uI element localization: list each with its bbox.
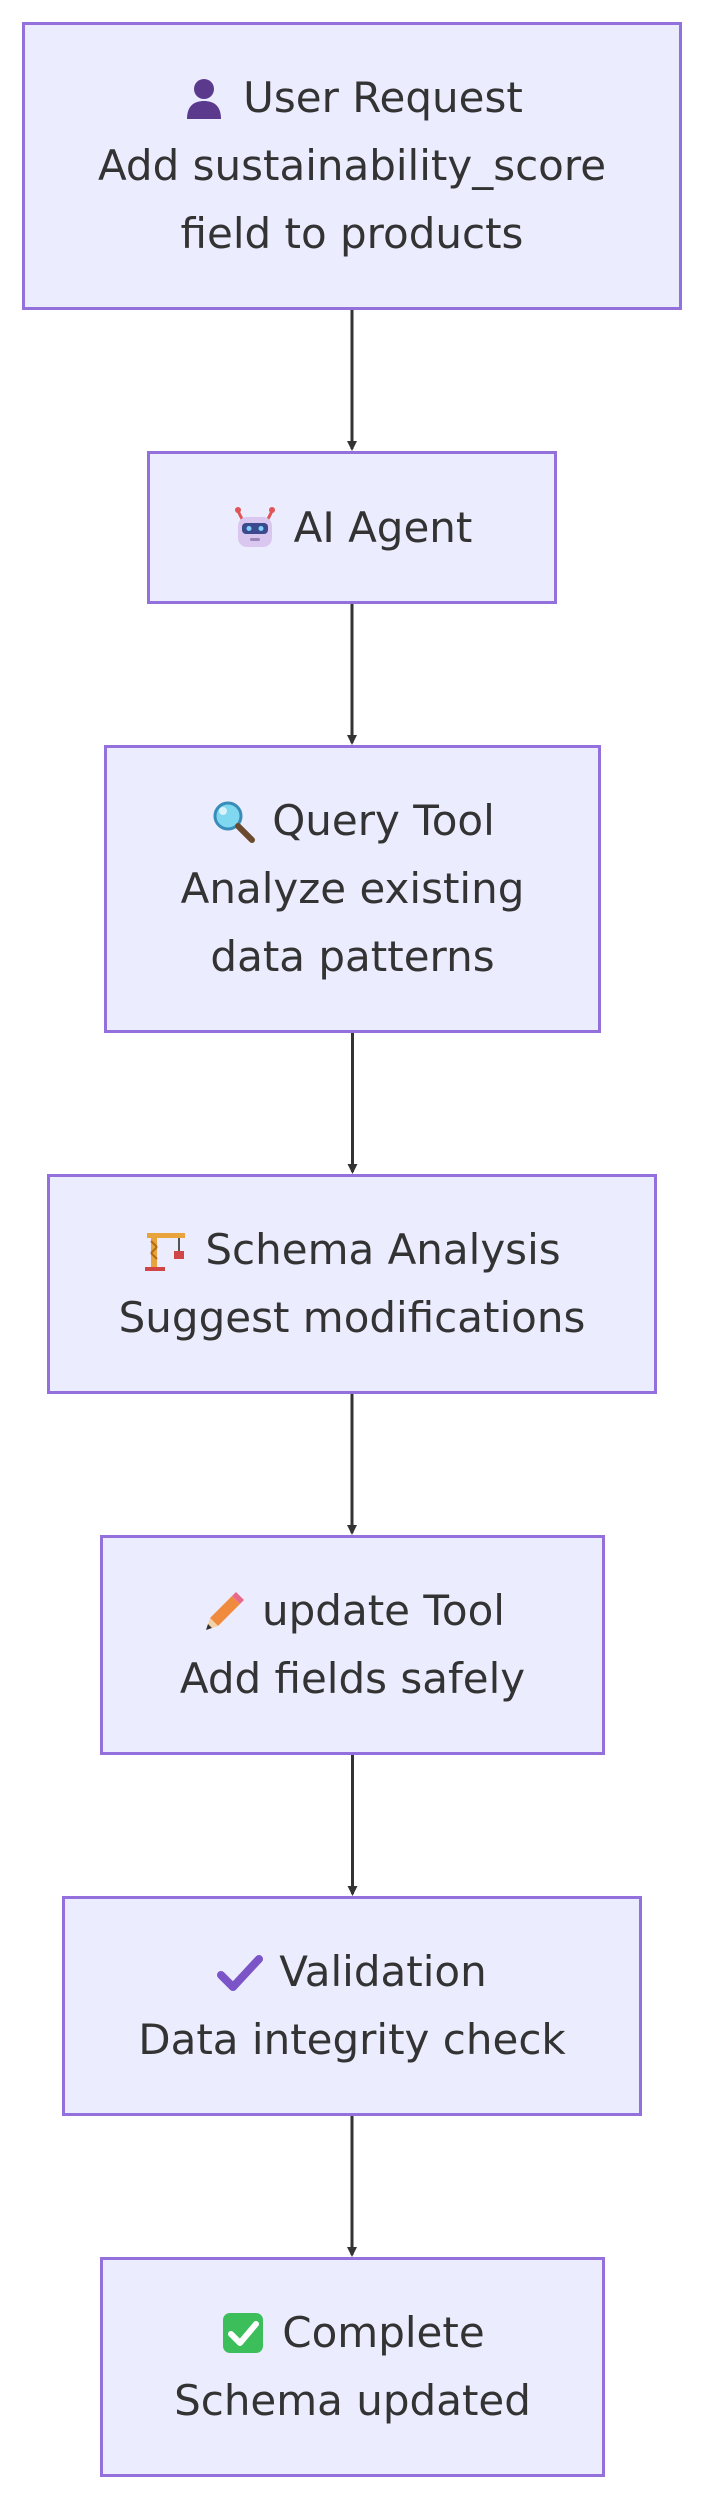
node-title: Validation	[279, 1947, 487, 1996]
user-icon	[181, 75, 227, 121]
construction-crane-icon	[143, 1227, 189, 1273]
node-query-tool: Query Tool Analyze existing data pattern…	[104, 745, 601, 1033]
node-title-line: Complete	[220, 2299, 485, 2367]
node-desc-line: Add fields safely	[179, 1654, 526, 1703]
node-desc-line: Suggest modifications	[118, 1293, 586, 1342]
node-title: AI Agent	[293, 502, 473, 552]
node-desc-line: Add sustainability_score	[97, 141, 607, 190]
check-box-icon	[220, 2310, 266, 2356]
node-validation: Validation Data integrity check	[62, 1896, 642, 2116]
node-desc-line: Schema updated	[174, 2376, 531, 2425]
node-title: update Tool	[262, 1586, 505, 1635]
node-title: Query Tool	[272, 796, 495, 845]
node-desc-line: data patterns	[210, 932, 495, 981]
node-title-line: User Request	[181, 64, 523, 132]
node-schema-analysis: Schema Analysis Suggest modifications	[47, 1174, 657, 1394]
node-desc-line: field to products	[180, 209, 524, 258]
robot-icon	[232, 505, 278, 551]
node-title-line: AI Agent	[232, 494, 473, 562]
node-desc-line: Analyze existing	[180, 864, 525, 913]
node-title-line: Query Tool	[210, 787, 495, 855]
node-title: Complete	[282, 2308, 485, 2357]
node-title-line: Schema Analysis	[143, 1216, 561, 1284]
node-user-request: User Request Add sustainability_score fi…	[22, 22, 682, 310]
node-title: Schema Analysis	[205, 1225, 561, 1274]
node-complete: Complete Schema updated	[100, 2257, 605, 2477]
node-title-line: update Tool	[200, 1577, 505, 1645]
magnifier-icon	[210, 798, 256, 844]
check-mark-icon	[217, 1949, 264, 1995]
node-update-tool: update Tool Add fields safely	[100, 1535, 605, 1755]
node-title: User Request	[243, 73, 523, 122]
node-desc-line: Data integrity check	[138, 2015, 566, 2064]
node-ai-agent: AI Agent	[147, 451, 557, 604]
node-title-line: Validation	[217, 1938, 487, 2006]
pencil-icon	[200, 1588, 246, 1634]
